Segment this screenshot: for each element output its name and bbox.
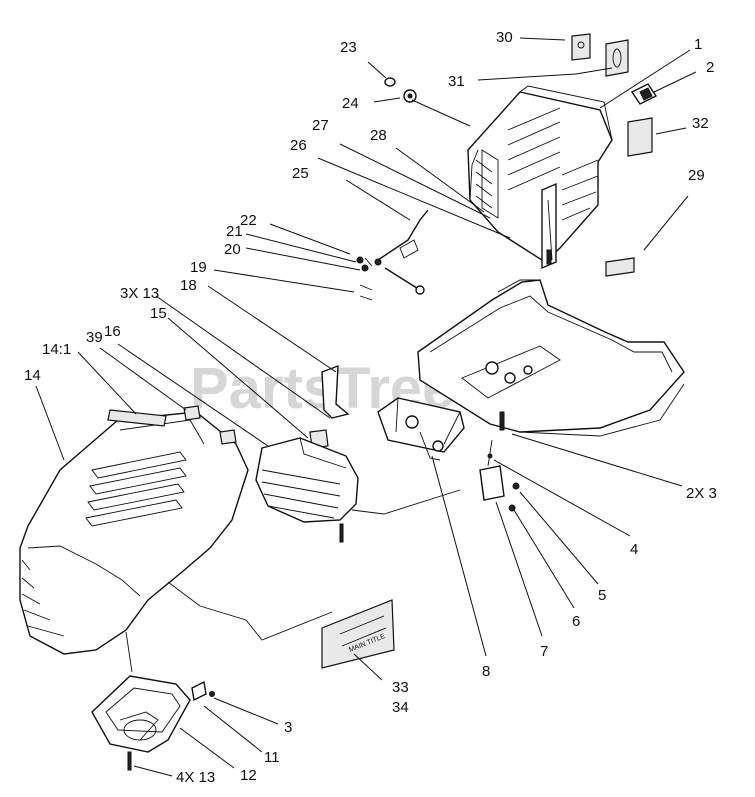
callout-24: 24 [342, 95, 359, 112]
callout-3: 3 [284, 719, 292, 736]
knob-2 [630, 83, 658, 105]
callout-28: 28 [370, 127, 387, 144]
bracket-18 [321, 364, 350, 419]
callout-30: 30 [496, 29, 513, 46]
callout-25: 25 [292, 165, 309, 182]
frame-outline [167, 581, 333, 641]
callout-23: 23 [340, 39, 357, 56]
callout-31: 31 [448, 73, 465, 90]
callout-1: 1 [694, 36, 702, 53]
callout-14: 14 [24, 367, 41, 384]
callout-34: 34 [392, 699, 409, 716]
callout-21: 21 [226, 223, 243, 240]
tab-39 [183, 405, 201, 421]
bracket-11 [191, 680, 207, 702]
callout-26: 26 [290, 137, 307, 154]
control-rod-assembly [356, 209, 429, 301]
callout-27: 27 [312, 117, 329, 134]
decal-33-34: MAIN TITLE [321, 599, 395, 669]
leader-lines [35, 37, 697, 777]
decal-32 [627, 117, 653, 157]
callout-5: 5 [598, 587, 606, 604]
decal-31 [605, 39, 629, 77]
callout-11: 11 [264, 749, 280, 766]
pan-12 [91, 675, 191, 771]
callout-2x3: 2X 3 [686, 485, 717, 502]
decal-30 [571, 33, 591, 61]
callout-3x13: 3X 13 [120, 285, 159, 302]
callout-12: 12 [240, 767, 257, 784]
dash-bracket-8 [377, 397, 465, 461]
callout-8: 8 [482, 663, 490, 680]
callout-7: 7 [540, 643, 548, 660]
callout-labels: 30 1 2 31 32 29 23 24 27 28 26 25 22 21 … [24, 29, 717, 786]
callout-19: 19 [190, 259, 207, 276]
callout-6: 6 [572, 613, 580, 630]
footrest-deck [417, 279, 685, 437]
callout-20: 20 [224, 241, 241, 258]
nut-23 [384, 77, 396, 87]
callout-4x13: 4X 13 [176, 769, 215, 786]
hood-14 [19, 411, 249, 655]
bracket-4-7 [479, 439, 520, 512]
callout-32: 32 [692, 115, 709, 132]
callout-14-1: 14:1 [42, 341, 71, 358]
callout-2: 2 [706, 59, 714, 76]
callout-15: 15 [150, 305, 167, 322]
hood-decal-14-1 [107, 409, 167, 427]
callout-22: 22 [240, 212, 257, 229]
callout-33: 33 [392, 679, 409, 696]
front-grille [255, 437, 359, 543]
tab-16 [219, 429, 237, 445]
screw-3 [209, 691, 215, 697]
decal-29 [605, 257, 635, 277]
callout-29: 29 [688, 167, 705, 184]
callout-16: 16 [104, 323, 121, 340]
rear-fender-part [467, 85, 613, 270]
callout-4: 4 [630, 541, 638, 558]
callout-18: 18 [180, 277, 197, 294]
callout-39: 39 [86, 329, 103, 346]
